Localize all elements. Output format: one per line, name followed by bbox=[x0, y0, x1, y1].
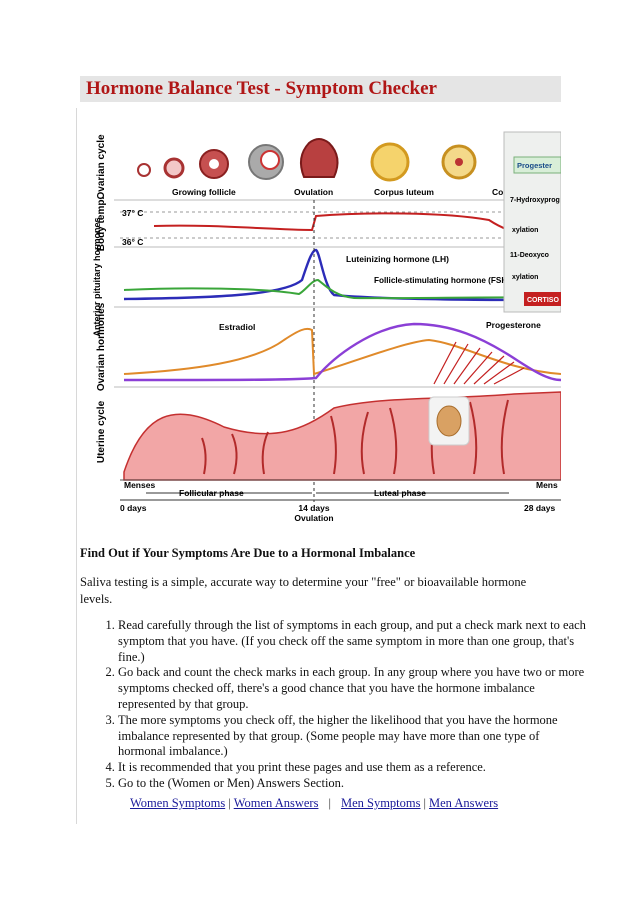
follicle-icon bbox=[137, 163, 151, 177]
temp-label-36: 36° C bbox=[122, 237, 143, 247]
stage-label-corpus-luteum: Corpus luteum bbox=[374, 187, 434, 197]
inset-label: xylation bbox=[512, 227, 538, 234]
inset-progesterone-box bbox=[513, 156, 561, 174]
women-answers-link[interactable]: Women Answers bbox=[233, 796, 319, 810]
day-label-14: 14 days bbox=[298, 503, 329, 513]
lh-label: Luteinizing hormone (LH) bbox=[346, 254, 449, 264]
inset-label: Progester bbox=[517, 161, 552, 170]
progesterone-decline-hatch bbox=[433, 341, 525, 385]
corpus-luteum-icon bbox=[370, 142, 410, 182]
link-separator: | bbox=[228, 796, 231, 810]
day-label-28: 28 days bbox=[524, 503, 555, 513]
estradiol-curve bbox=[123, 327, 561, 376]
day-label-0: 0 days bbox=[120, 503, 147, 513]
list-item: Go back and count the check marks in eac… bbox=[118, 665, 588, 712]
inset-cortisol-box bbox=[524, 292, 561, 306]
phase-label-follicular: Follicular phase bbox=[179, 488, 244, 498]
ovulation-axis-label: Ovulation bbox=[294, 513, 333, 523]
link-separator: | bbox=[423, 796, 427, 810]
body-temp-curve bbox=[153, 212, 561, 239]
lh-curve bbox=[123, 248, 561, 302]
inset-label: 7-Hydroxyprog bbox=[510, 197, 560, 204]
instructions-list: Read carefully through the list of sympt… bbox=[80, 618, 588, 792]
phase-label-luteal: Luteal phase bbox=[374, 488, 426, 498]
row-label-pituitary: Anterior pituitary hormones bbox=[92, 217, 102, 336]
uterine-glands bbox=[201, 399, 509, 475]
row-label-body-temp: Body temp. bbox=[96, 197, 107, 252]
cortisol-pathway-inset: Progester 7-Hydroxyprog xylation 11-Deox… bbox=[503, 131, 561, 313]
section-heading: Find Out if Your Symptoms Are Due to a H… bbox=[80, 546, 416, 560]
temp-label-37: 37° C bbox=[122, 208, 143, 218]
stage-label-growing-follicle: Growing follicle bbox=[172, 187, 236, 197]
phase-label-menses: Menses bbox=[124, 480, 155, 490]
ovulation-icon bbox=[299, 138, 339, 178]
intro-paragraph: Saliva testing is a simple, accurate way… bbox=[80, 575, 527, 606]
inset-label: 11-Deoxyco bbox=[510, 252, 549, 259]
follicle-stage-icons bbox=[137, 138, 477, 182]
menstrual-cycle-figure: Ovarian cycle Body temp. Anterior pituit… bbox=[92, 131, 561, 523]
list-item: The more symptoms you check off, the hig… bbox=[118, 713, 588, 760]
phase-label-menses-next: Mens bbox=[536, 480, 558, 490]
link-separator: | bbox=[328, 796, 331, 810]
page-title: Hormone Balance Test - Symptom Checker bbox=[80, 76, 561, 102]
follicle-icon bbox=[260, 150, 280, 170]
estradiol-label: Estradiol bbox=[219, 322, 255, 332]
list-item: Go to the (Women or Men) Answers Section… bbox=[118, 776, 588, 792]
list-item: It is recommended that you print these p… bbox=[118, 760, 588, 776]
egg-icon bbox=[436, 405, 462, 437]
men-symptoms-link[interactable]: Men Symptoms bbox=[340, 796, 421, 810]
row-label-ovarian-hormones: Ovarian hormones bbox=[96, 302, 107, 391]
women-symptoms-link[interactable]: Women Symptoms bbox=[130, 796, 226, 810]
row-label-ovarian-cycle: Ovarian cycle bbox=[96, 134, 107, 199]
progesterone-label: Progesterone bbox=[486, 320, 541, 330]
page-left-rule bbox=[76, 108, 77, 824]
list-item: Read carefully through the list of sympt… bbox=[118, 618, 588, 665]
corpus-luteum-icon bbox=[455, 158, 463, 166]
navigation-links: Women Symptoms|Women Answers|Men Symptom… bbox=[130, 796, 498, 811]
follicle-icon bbox=[209, 159, 219, 169]
men-answers-link[interactable]: Men Answers bbox=[429, 796, 499, 810]
stage-label-ovulation: Ovulation bbox=[294, 187, 333, 197]
uterine-lining bbox=[123, 391, 561, 481]
inset-label: CORTISO bbox=[527, 297, 559, 304]
follicle-icon bbox=[163, 157, 185, 179]
row-label-uterine-cycle: Uterine cycle bbox=[96, 400, 107, 463]
inset-label: xylation bbox=[512, 274, 538, 281]
stage-label-corpus-cut: Co bbox=[492, 187, 503, 197]
fsh-label: Follicle-stimulating hormone (FSH) bbox=[374, 276, 510, 285]
progesterone-curve bbox=[123, 322, 561, 382]
fsh-curve bbox=[123, 278, 561, 300]
